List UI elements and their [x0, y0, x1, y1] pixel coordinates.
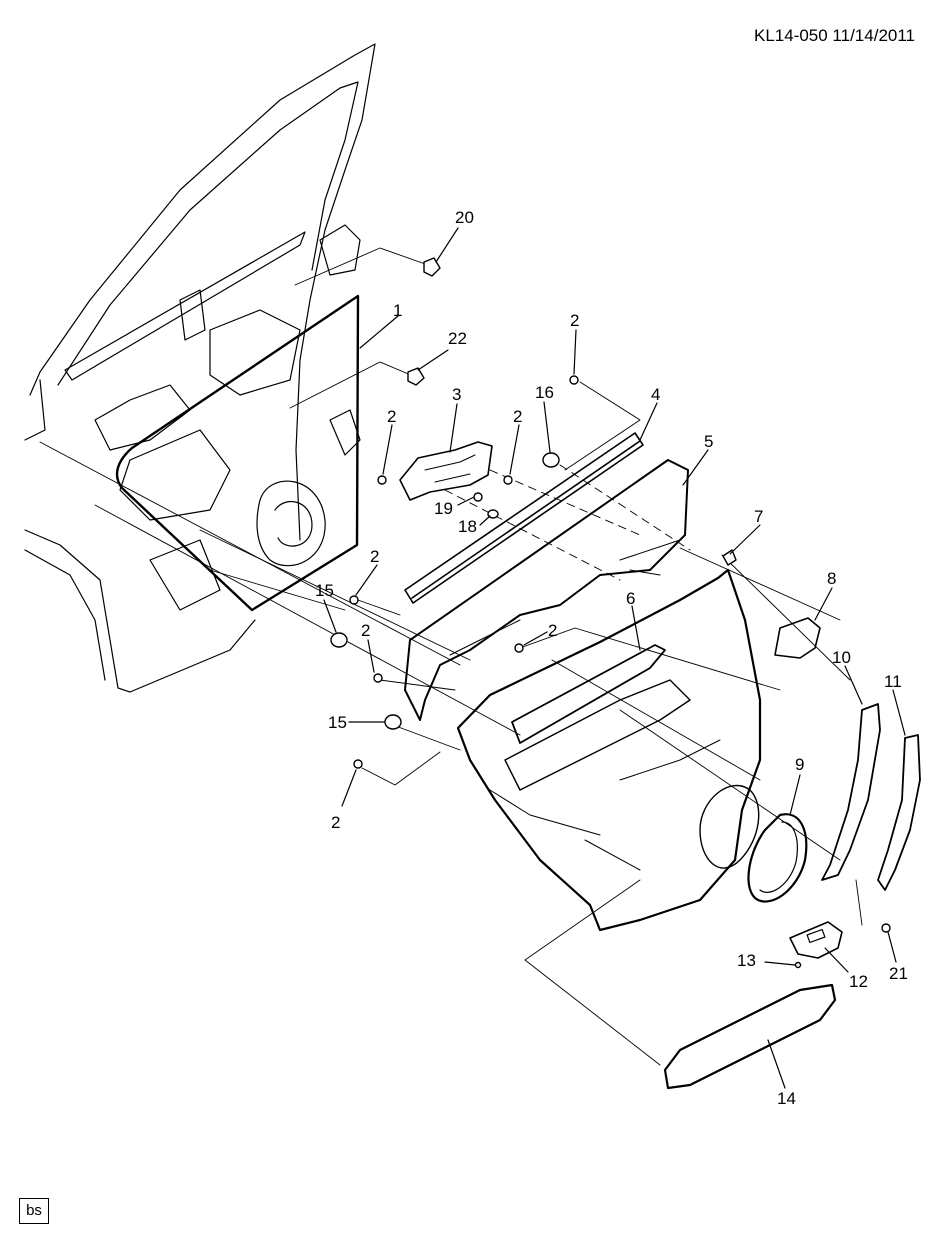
pushpin-15-a [330, 632, 348, 648]
callout-2-handle-right: 2 [513, 407, 522, 426]
fasteners [330, 257, 891, 969]
window-switch [789, 921, 843, 959]
inside-handle-detail [424, 454, 476, 483]
upper-trim-panel-detail [449, 539, 681, 656]
callout-2-mid-left: 2 [370, 547, 379, 566]
callout-6: 6 [626, 589, 635, 608]
armrest-pad [511, 644, 666, 744]
screw-2-f [373, 673, 383, 683]
screw-2-c [503, 475, 513, 485]
speaker-ring-inner [759, 821, 798, 893]
speaker-grille-area [699, 784, 760, 869]
screw-2-b [377, 475, 387, 485]
armrest-cover [663, 983, 837, 1090]
callout-2-top: 2 [570, 311, 579, 330]
lower-trim-panel [456, 568, 762, 932]
trim-strip [821, 703, 881, 881]
callout-1: 1 [393, 301, 402, 320]
callout-16: 16 [535, 383, 554, 402]
upper-trim-panel [404, 459, 689, 721]
callout-5: 5 [704, 432, 713, 451]
screw-2-e [514, 643, 524, 653]
callout-leaders [323, 227, 906, 1089]
callout-11: 11 [884, 672, 902, 691]
clip-13 [794, 961, 802, 969]
callout-18: 18 [458, 517, 477, 536]
screw-21 [881, 923, 891, 933]
clip-7 [722, 549, 737, 566]
clip-20 [423, 257, 441, 277]
document-id: KL14-050 11/14/2011 [753, 26, 915, 45]
callout-9: 9 [795, 755, 804, 774]
alignment-lines [39, 247, 863, 1066]
belt-weatherstrip [404, 432, 644, 604]
callout-13: 13 [737, 951, 756, 970]
screw-2-d [349, 595, 359, 605]
callout-7: 7 [754, 507, 763, 526]
callout-10: 10 [832, 648, 851, 667]
door-shell [24, 43, 376, 693]
callout-2-lower-left: 2 [361, 621, 370, 640]
callout-15-bottom: 15 [328, 713, 347, 732]
callout-3: 3 [452, 385, 461, 404]
screw-2-a [569, 375, 579, 385]
inside-handle [399, 441, 493, 501]
callout-14: 14 [777, 1089, 796, 1108]
callout-19: 19 [434, 499, 453, 518]
door-pull-cup [504, 679, 691, 791]
pushpin-15-b [384, 714, 402, 730]
callout-4: 4 [651, 385, 660, 404]
lower-trim-detail [489, 739, 721, 871]
callout-2-handle-left: 2 [387, 407, 396, 426]
source-badge: bs [19, 1198, 49, 1224]
callout-22: 22 [448, 329, 467, 348]
window-switch-button [806, 928, 826, 944]
switch-bezel [774, 617, 821, 659]
clip-22 [407, 367, 425, 386]
callout-20: 20 [455, 208, 474, 227]
nut-19 [473, 492, 483, 502]
pushpin-16 [542, 452, 560, 468]
speaker-ring [747, 813, 808, 903]
callout-15-top: 15 [315, 581, 334, 600]
callout-2-center: 2 [548, 621, 557, 640]
callout-8: 8 [827, 569, 836, 588]
callout-2-bottom: 2 [331, 813, 340, 832]
screw-2-g [353, 759, 363, 769]
water-deflector [115, 294, 360, 612]
callout-12: 12 [849, 972, 868, 991]
dashed-centerlines [444, 464, 691, 581]
callout-21: 21 [889, 964, 908, 983]
molding [877, 734, 921, 891]
